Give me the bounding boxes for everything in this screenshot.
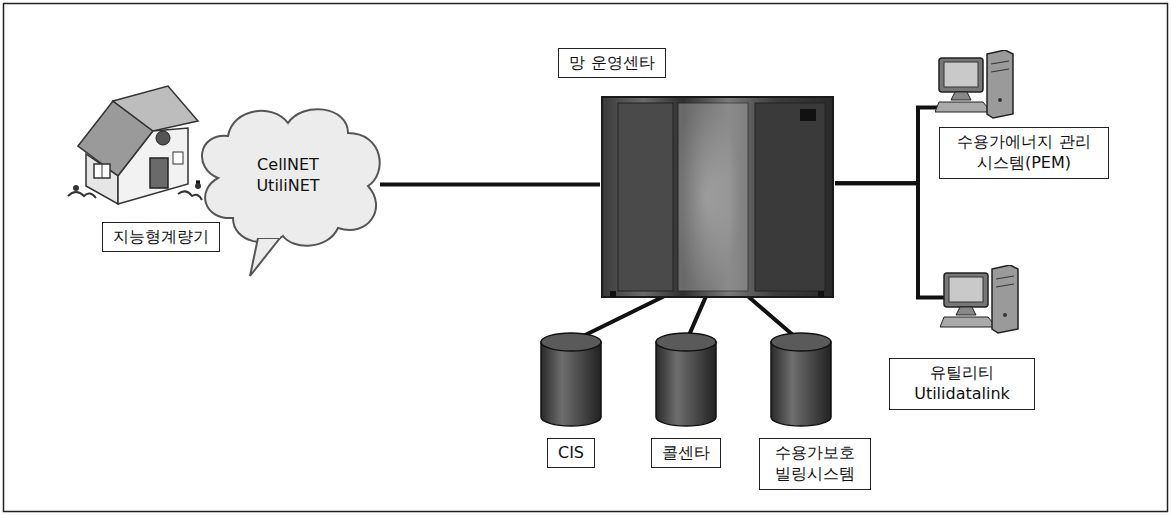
database-cylinder (540, 332, 602, 427)
network-line (835, 108, 939, 184)
house-illustration (58, 76, 208, 216)
database-cylinder (770, 332, 832, 427)
label-box: 수용가에너지 관리시스템(PEM) (939, 127, 1109, 179)
computer-icon (940, 265, 1020, 337)
house-illustration (58, 76, 208, 216)
database-node: 콜센타 (633, 325, 737, 475)
database-cylinder (540, 332, 602, 427)
server-cabinet (600, 95, 835, 300)
label-box: 망 운영센타 (558, 48, 665, 79)
database-cylinder (655, 332, 717, 427)
network-label: CellNET UtiliNET (238, 155, 338, 197)
database-node: CIS (518, 325, 622, 475)
operation-center-node: 망 운영센타 (540, 44, 840, 306)
network-node: CellNET UtiliNET (185, 95, 390, 280)
computer-icon (935, 50, 1015, 122)
database-node: 수용가보호 빌링시스템 (752, 325, 876, 505)
database-cylinder (655, 332, 717, 427)
label-box: 콜센타 (651, 438, 721, 469)
system-node: 유틸리티 Utilidatalink (883, 258, 1043, 418)
computer-icon (935, 50, 1015, 122)
label-box: 유틸리티 Utilidatalink (889, 358, 1035, 410)
frame (4, 4, 1168, 512)
database-cylinder (770, 332, 832, 427)
computer-icon (940, 265, 1020, 337)
system-node: 수용가에너지 관리시스템(PEM) (928, 44, 1118, 186)
label-box: 수용가보호 빌링시스템 (759, 438, 871, 490)
server-cabinet (600, 95, 835, 300)
label-box: 지능형계량기 (102, 222, 220, 253)
network-line (380, 182, 600, 186)
network-line (835, 183, 944, 297)
label-box: CIS (547, 438, 595, 469)
